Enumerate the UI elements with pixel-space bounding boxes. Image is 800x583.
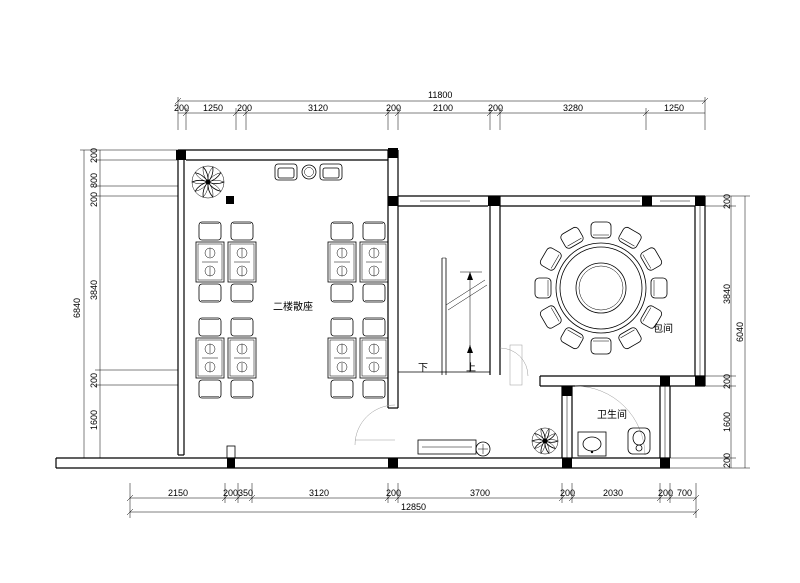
chair-icon <box>230 317 254 337</box>
chair-icon <box>560 327 584 350</box>
chair-icon <box>560 226 584 249</box>
chair-icon <box>230 283 254 303</box>
table-group <box>195 221 257 303</box>
stair-down-label: 下 <box>418 363 428 374</box>
washroom-fixtures <box>417 427 651 457</box>
chair-icon <box>534 277 552 299</box>
right-dim: 1600 <box>722 412 732 432</box>
left-dim: 200 <box>89 148 99 163</box>
left-dim: 800 <box>89 173 99 188</box>
bottom-total-dim: 12850 <box>401 502 426 512</box>
table-icon <box>359 241 389 283</box>
top-dimension-chain: 11800 200 1250 200 3120 200 2100 200 328… <box>174 90 709 130</box>
chair-icon <box>539 247 562 271</box>
chair-icon <box>539 305 562 329</box>
top-dim: 1250 <box>664 103 684 113</box>
table-icon <box>195 337 225 379</box>
top-dim: 3280 <box>563 103 583 113</box>
chair-icon <box>330 283 354 303</box>
chair-icon <box>198 379 222 399</box>
chair-icon <box>230 221 254 241</box>
chair-icon <box>640 305 663 329</box>
hall-label: 二楼散座 <box>273 300 313 313</box>
bottom-dim: 2030 <box>603 488 623 498</box>
chair-icon <box>230 379 254 399</box>
right-dim: 200 <box>722 194 732 209</box>
left-dim: 1600 <box>89 410 99 430</box>
top-dim: 2100 <box>433 103 453 113</box>
chair-icon <box>590 221 612 239</box>
chair-icon <box>362 317 386 337</box>
chair-icon <box>198 283 222 303</box>
right-total-dim: 6040 <box>735 322 745 342</box>
reference-lines <box>354 344 646 456</box>
table-icon <box>195 241 225 283</box>
top-dim: 3120 <box>308 103 328 113</box>
left-dim: 3840 <box>89 280 99 300</box>
top-total-dim: 11800 <box>428 90 452 100</box>
chair-icon <box>330 317 354 337</box>
top-dim: 200 <box>174 103 189 113</box>
chair-icon <box>618 327 642 350</box>
chair-icon <box>362 379 386 399</box>
chair-icon <box>618 226 642 249</box>
top-dim: 200 <box>237 103 252 113</box>
table-icon <box>327 337 357 379</box>
right-dim: 3840 <box>722 284 732 304</box>
chair-icon <box>362 283 386 303</box>
staircase: 下 上 <box>398 257 490 375</box>
table-icon <box>327 241 357 283</box>
top-dim: 200 <box>386 103 401 113</box>
chair-icon <box>330 379 354 399</box>
bottom-dim: 200 <box>386 488 401 498</box>
chair-icon <box>330 221 354 241</box>
hall-table-groups <box>195 221 389 399</box>
bottom-dim: 2150 <box>168 488 188 498</box>
bottom-dim: 200 <box>560 488 575 498</box>
table-group <box>195 317 257 399</box>
right-dimension-chain: 6040 200 3840 200 1600 200 <box>670 194 750 469</box>
right-dim: 200 <box>722 453 732 468</box>
table-icon <box>359 337 389 379</box>
left-dimension-chain: 6840 200 800 200 3840 200 1600 <box>72 148 178 459</box>
chair-icon <box>640 247 663 271</box>
round-banquet-table <box>534 221 668 355</box>
table-icon <box>227 337 257 379</box>
potted-plant-icon <box>531 427 559 455</box>
bottom-dim: 3120 <box>309 488 329 498</box>
stair-up-label: 上 <box>466 362 476 374</box>
bottom-dim: 200350 <box>223 488 253 498</box>
top-dim: 200 <box>488 103 503 113</box>
washroom-label: 卫生间 <box>597 408 627 421</box>
chair-icon <box>590 337 612 355</box>
entry-chairs <box>274 163 343 181</box>
private-room-label: 包间 <box>653 322 673 335</box>
chair-icon <box>362 221 386 241</box>
right-dim: 200 <box>722 374 732 389</box>
left-total-dim: 6840 <box>72 298 82 318</box>
left-dim: 200 <box>89 373 99 388</box>
left-dim: 200 <box>89 192 99 207</box>
chair-icon <box>198 317 222 337</box>
bottom-dim: 200 <box>658 488 673 498</box>
table-group <box>327 221 389 303</box>
chair-icon <box>650 277 668 299</box>
structural-columns <box>176 148 705 468</box>
bottom-dimension-chain: 2150 200350 3120 200 3700 200 2030 200 7… <box>126 483 700 518</box>
potted-plant-icon <box>191 165 225 199</box>
bottom-dim: 700 <box>677 488 692 498</box>
top-dim: 1250 <box>203 103 223 113</box>
table-group <box>327 317 389 399</box>
chair-icon <box>198 221 222 241</box>
bottom-dim: 3700 <box>470 488 490 498</box>
table-icon <box>227 241 257 283</box>
